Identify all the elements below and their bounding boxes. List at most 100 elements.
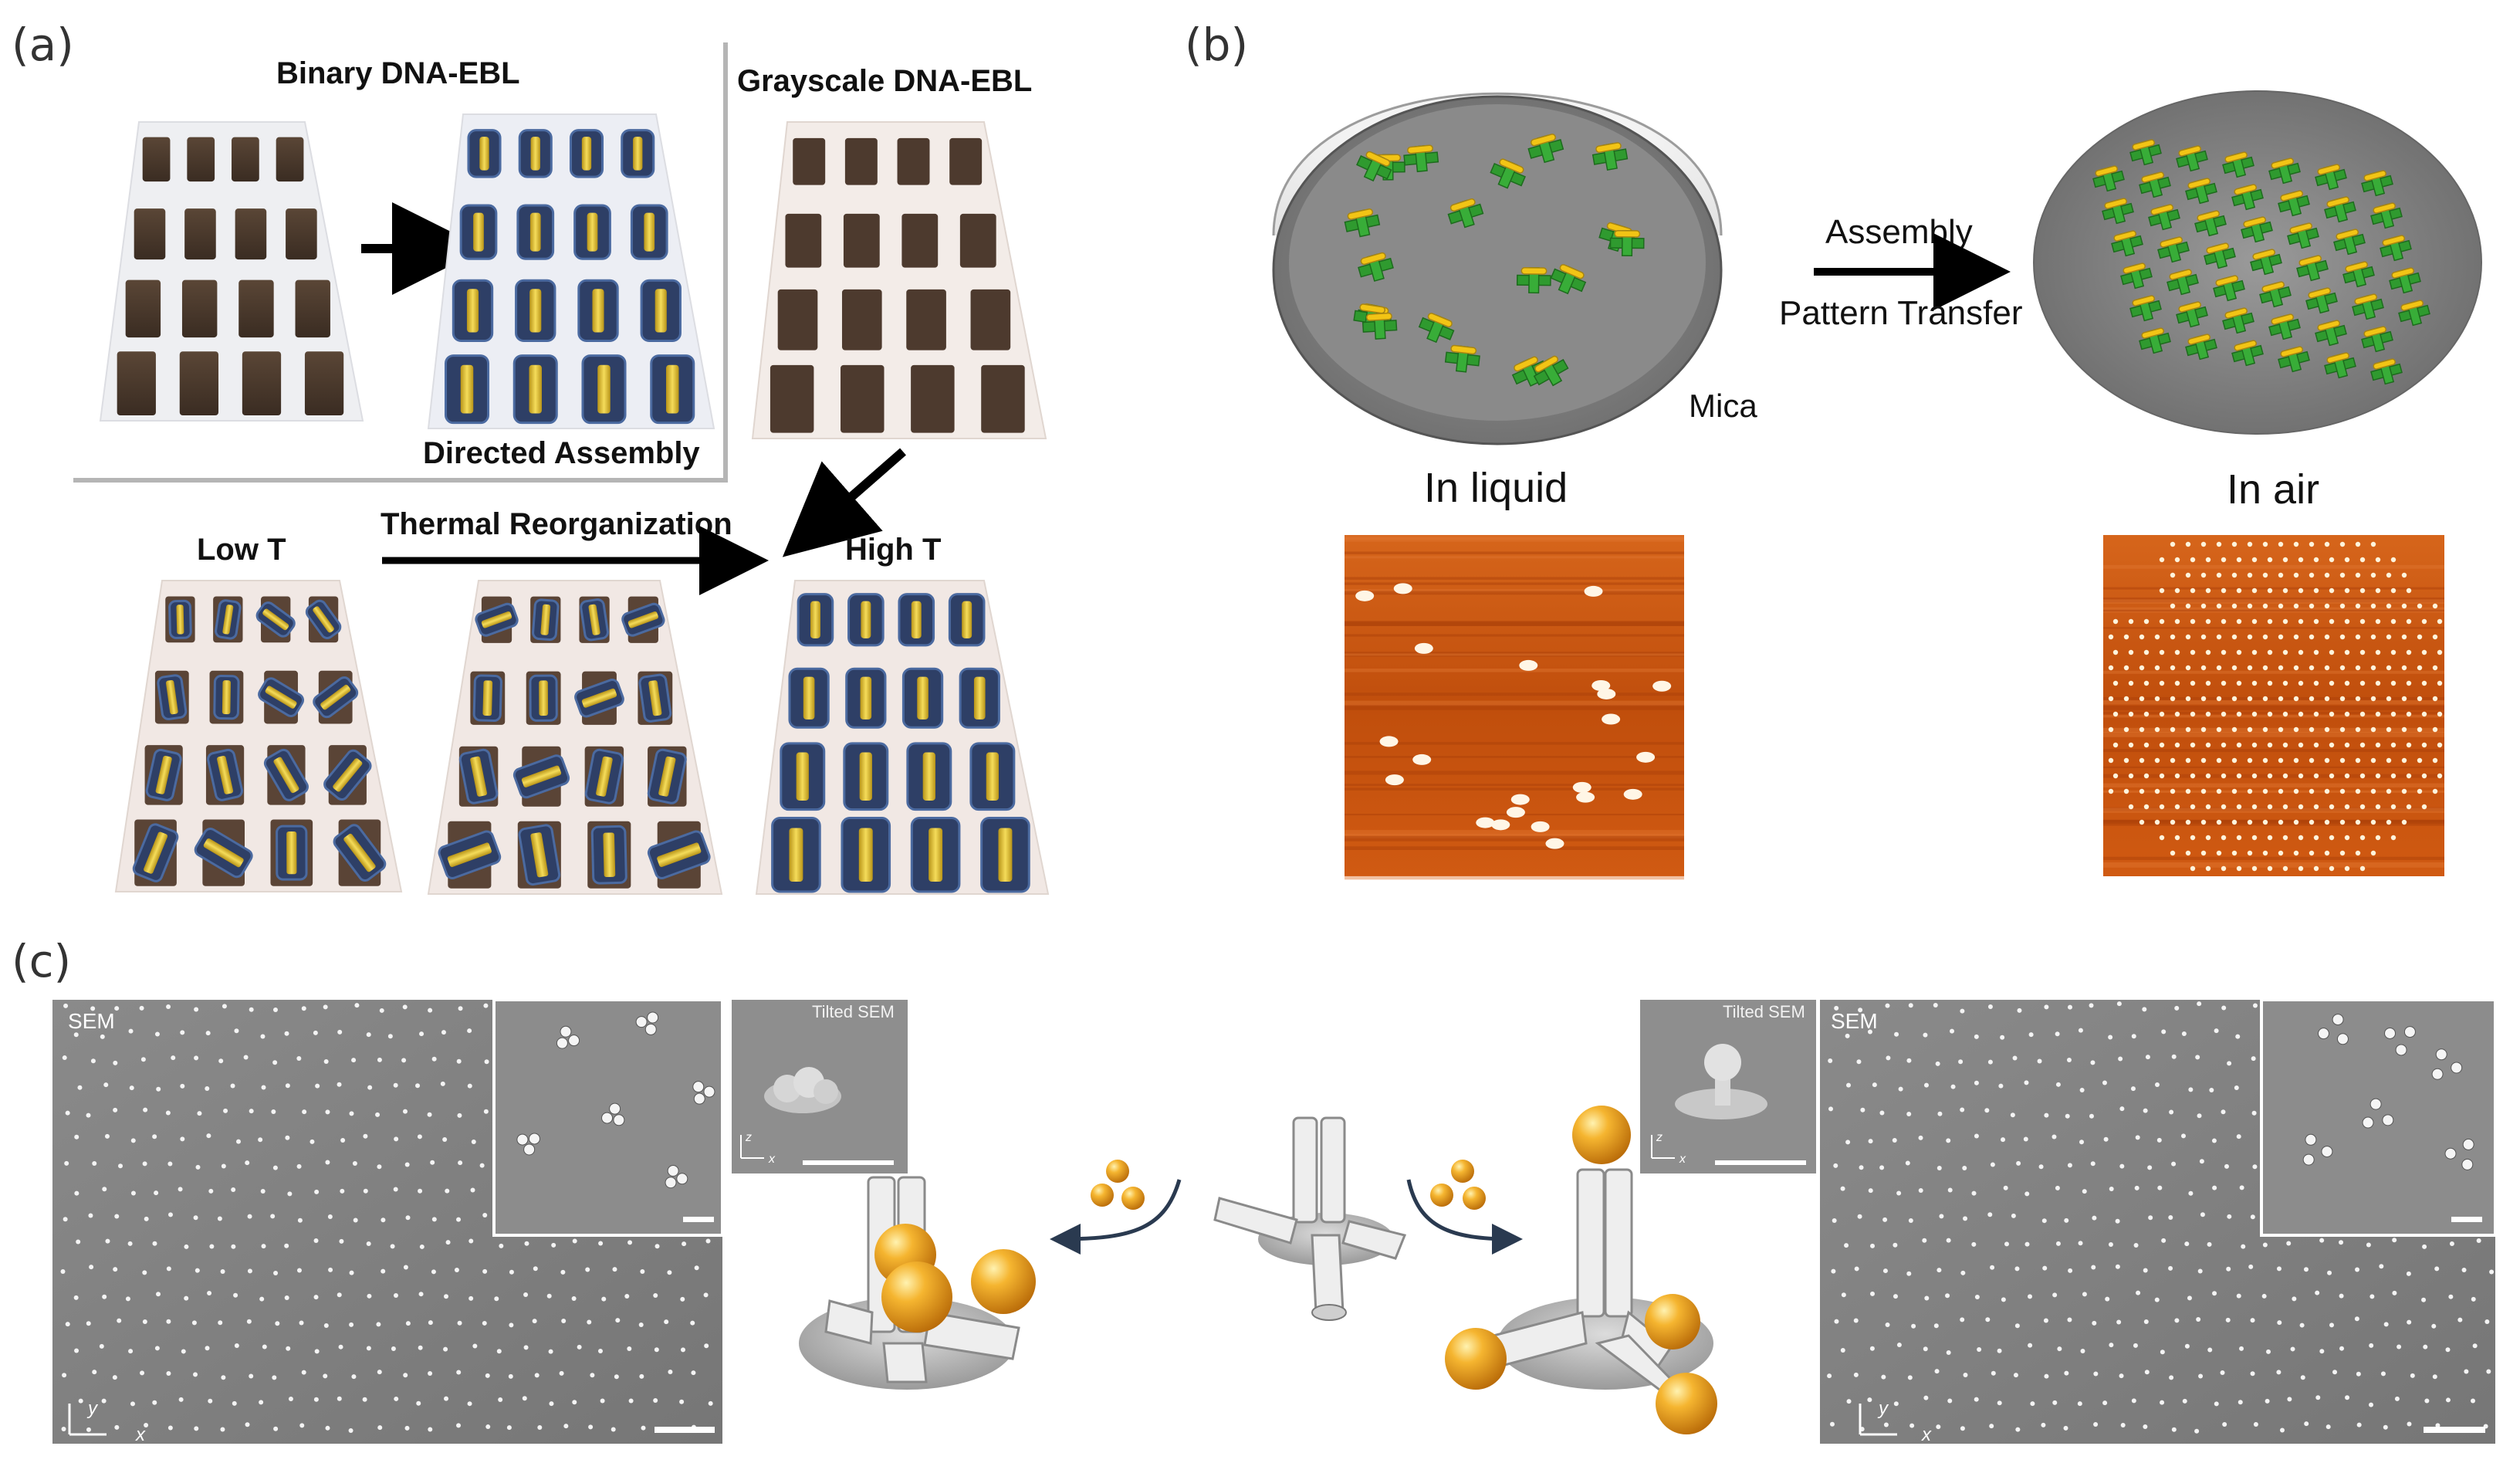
- afm-lattice-node: [2205, 742, 2211, 748]
- afm-lattice-node: [2185, 819, 2191, 825]
- reorienting-origami: [458, 748, 499, 804]
- sem-nanoparticle-cluster: [667, 1270, 672, 1275]
- sem-nanoparticle-cluster: [313, 1238, 319, 1244]
- afm-lattice-node: [2267, 680, 2273, 686]
- sem-nanoparticle-cluster: [1939, 1214, 1944, 1219]
- reorienting-origami: [638, 673, 672, 723]
- dna-origami-cross: [1418, 313, 1455, 344]
- afm-lattice-node: [2293, 665, 2299, 671]
- afm-lattice-node: [2154, 696, 2160, 702]
- sem-nanoparticle-cluster: [1833, 1163, 1838, 1168]
- afm-lattice-node: [2432, 726, 2438, 733]
- sem-nanoparticle-cluster: [1834, 1319, 1839, 1324]
- sem-nanoparticle-cluster: [2184, 1343, 2190, 1349]
- sem-nanoparticle-cluster: [2214, 1401, 2219, 1407]
- sem-nanoparticle-cluster: [1960, 1008, 1965, 1014]
- afm-lattice-node: [2386, 788, 2392, 794]
- sem-nanoparticle-cluster: [1991, 1370, 1996, 1376]
- afm-lattice-node: [2339, 541, 2346, 547]
- afm-lattice-node: [2370, 696, 2376, 702]
- afm-lattice-node: [2247, 788, 2253, 794]
- sem-nanoparticle-cluster: [354, 1003, 360, 1008]
- afm-lattice-node: [2236, 711, 2242, 717]
- grayscale-tile: [841, 364, 885, 433]
- afm-lattice-node: [2154, 665, 2160, 671]
- sem-nanoparticle-cluster: [144, 1216, 149, 1221]
- afm-lattice-node: [2344, 557, 2350, 563]
- sem-nanoparticle-cluster: [1909, 1423, 1915, 1428]
- afm-lattice-node: [2159, 588, 2165, 594]
- sem-nanoparticle-cluster: [2392, 1238, 2397, 1243]
- sem-nanoparticle-cluster: [313, 1030, 318, 1035]
- sem-nanoparticle-cluster: [2471, 1398, 2476, 1404]
- afm-lattice-node: [2190, 711, 2196, 717]
- sem-nanoparticle-cluster: [1933, 1323, 1939, 1329]
- afm-lattice-node: [2278, 757, 2284, 764]
- sem-nanoparticle-cluster: [704, 1343, 709, 1349]
- afm-lattice-node: [2112, 773, 2119, 779]
- gold-nanorod: [962, 601, 972, 638]
- sem-nanoparticle-cluster: [1906, 1058, 1912, 1063]
- sem-nanoparticle-cluster: [2432, 1374, 2437, 1380]
- afm-lattice-node: [2421, 804, 2427, 810]
- afm-lattice-node: [2406, 711, 2412, 717]
- sem-nanoparticle-cluster: [2001, 1137, 2006, 1143]
- sem-nanoparticle-cluster: [2394, 1396, 2400, 1401]
- afm-scan-line: [1345, 653, 1684, 656]
- sem-nanoparticle-cluster: [1840, 1186, 1845, 1191]
- sem-nanoparticle-cluster: [2236, 1293, 2241, 1299]
- afm-lattice-node: [2359, 773, 2366, 779]
- sem-nanoparticle-cluster: [1879, 1165, 1885, 1170]
- panel-a: (a) Binary DNA-EBL Grayscale DNA-EBL Dir…: [12, 19, 1050, 895]
- sem-nanoparticle-cluster: [393, 1187, 398, 1192]
- afm-lattice-node: [2324, 819, 2330, 825]
- sem-nanoparticle-cluster: [2044, 1004, 2049, 1010]
- sem-nanoparticle-cluster: [245, 1160, 250, 1166]
- afm-lattice-node: [2339, 726, 2346, 733]
- sem-nanoparticle-cluster: [2252, 1003, 2258, 1008]
- afm-scan-line: [2103, 783, 2444, 787]
- afm-lattice-node: [2143, 618, 2150, 625]
- sem-nanoparticle-cluster: [2410, 1373, 2415, 1378]
- sem-nanoparticle-cluster: [624, 1293, 630, 1299]
- afm-lattice-node: [2154, 726, 2160, 733]
- lattice-origami-cross: [2241, 216, 2273, 243]
- afm-lattice-node: [2401, 665, 2407, 671]
- sem-nanoparticle-cluster: [2196, 1317, 2201, 1322]
- afm-lattice-node: [2309, 696, 2315, 702]
- afm-lattice-node: [2344, 804, 2350, 810]
- sem-nanoparticle-cluster: [377, 1057, 382, 1062]
- afm-lattice-node: [2298, 557, 2304, 563]
- sem-nanoparticle-cluster: [2068, 1268, 2073, 1273]
- sem-nanoparticle-cluster: [2471, 1296, 2476, 1302]
- sem-nanoparticle-cluster: [1908, 1003, 1913, 1008]
- sem-nanoparticle-cluster: [367, 1085, 373, 1090]
- sem-nanoparticle-cluster: [259, 1296, 265, 1302]
- sem-nanoparticle-cluster: [339, 1238, 344, 1244]
- afm-lattice-node: [2390, 711, 2397, 717]
- afm-single-origami: [1510, 794, 1530, 805]
- afm-lattice-node: [2432, 665, 2438, 671]
- sem-nanoparticle-cluster: [628, 1398, 634, 1404]
- grayscale-tile: [770, 364, 814, 433]
- sem-nanoparticle-cluster: [2147, 1165, 2153, 1170]
- afm-lattice-node: [2282, 742, 2288, 748]
- gold-nanorod: [803, 676, 815, 720]
- sem-nanoparticle-cluster: [2024, 1080, 2029, 1085]
- sem-nanoparticle-cluster: [363, 1133, 368, 1139]
- afm-lattice-node: [2247, 541, 2253, 547]
- afm-lattice-node: [2386, 603, 2392, 609]
- sem-nanoparticle-cluster: [249, 1373, 254, 1379]
- afm-lattice-node: [2278, 696, 2284, 702]
- sem-nanoparticle-cluster: [195, 1164, 201, 1170]
- sem-nanoparticle-cluster: [2220, 1370, 2225, 1376]
- sem-nanoparticle-cluster: [2431, 1323, 2437, 1329]
- sem-nanoparticle-cluster: [2055, 1082, 2061, 1087]
- afm-lattice-node: [2437, 618, 2443, 625]
- afm-lattice-node: [2282, 711, 2288, 717]
- sem-nanoparticle-cluster: [1990, 1265, 1995, 1270]
- sem-nanoparticle-cluster: [2476, 1238, 2481, 1244]
- svg-text:y: y: [86, 1398, 99, 1419]
- sem-nanoparticle-cluster: [1905, 1160, 1910, 1166]
